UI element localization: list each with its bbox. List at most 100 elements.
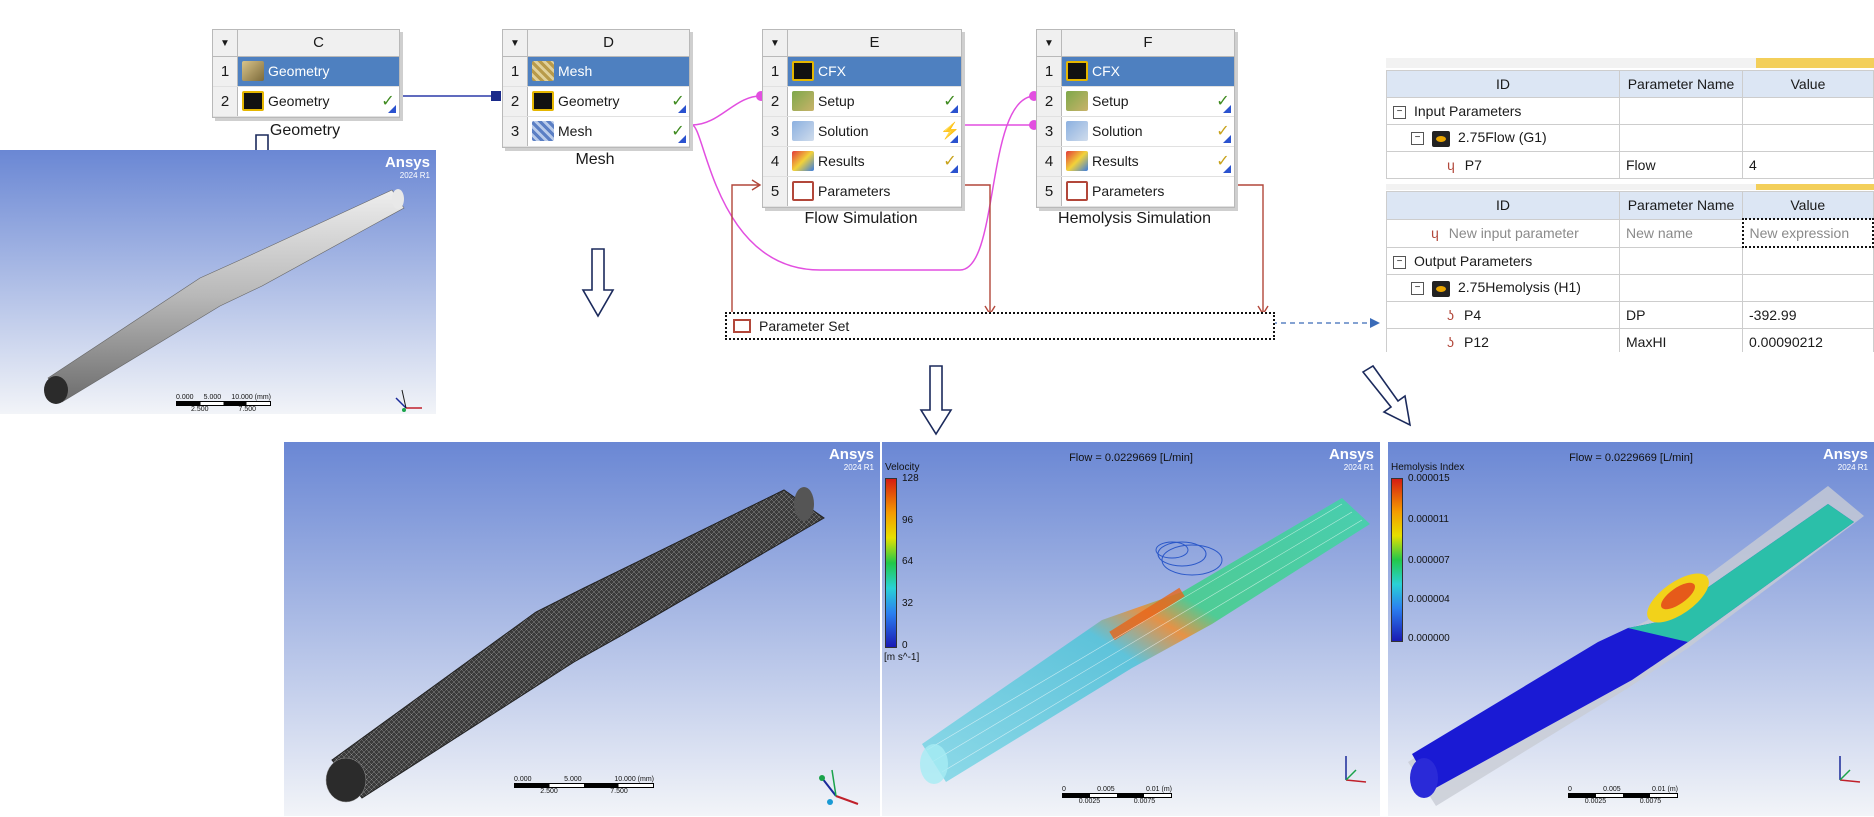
mesh-icon [532, 121, 554, 141]
cell-parameters[interactable]: 5 Parameters [1037, 177, 1234, 207]
row-number: 3 [1037, 117, 1062, 146]
parameter-set-bar[interactable]: Parameter Set [725, 312, 1275, 340]
parameter-id: P4 [1464, 307, 1482, 323]
row-number: 4 [1037, 147, 1062, 176]
system-hemolysis-simulation[interactable]: ▼ F 1 CFX 2 Setup ✓ 3 Solution ✓ 4 Resul… [1036, 29, 1235, 208]
system-menu-dropdown[interactable]: ▼ [213, 30, 238, 56]
output-parameter-icon: ʖ [1447, 334, 1454, 350]
plot-title: Flow = 0.0229669 [L/min] [1569, 452, 1693, 464]
mesh-tube [325, 487, 825, 803]
row-number: 1 [763, 57, 788, 86]
cell-geometry[interactable]: 2 Geometry ✓ [213, 87, 399, 117]
system-mesh[interactable]: ▼ D 1 Mesh 2 Geometry ✓ 3 Mesh ✓ [502, 29, 690, 148]
cell-geometry[interactable]: 2 Geometry ✓ [503, 87, 689, 117]
link-hemolysis-params [1233, 184, 1264, 312]
corner-marker [388, 105, 396, 113]
parameters-icon [792, 181, 814, 201]
arrow-mesh-down [581, 248, 615, 318]
parameter-value[interactable]: 0.00090212 [1742, 328, 1874, 355]
column-header-value[interactable]: Value [1742, 191, 1874, 220]
collapse-icon[interactable]: − [1411, 132, 1424, 146]
row-number: 1 [503, 57, 528, 86]
cell-label: Results [1092, 153, 1139, 169]
cell-label: Geometry [558, 93, 620, 109]
new-expression-placeholder[interactable]: New expression [1741, 218, 1874, 248]
table-top-strip [1386, 58, 1874, 68]
system-caption-flow-simulation[interactable]: Flow Simulation [804, 210, 918, 227]
cell-setup[interactable]: 2 Setup ✓ [1037, 87, 1234, 117]
parameter-value[interactable]: -392.99 [1742, 301, 1874, 329]
legend-tick: 0.000000 [1408, 633, 1450, 644]
system-menu-dropdown[interactable]: ▼ [763, 30, 788, 56]
cell-label: Results [818, 153, 865, 169]
system-menu-dropdown[interactable]: ▼ [1037, 30, 1062, 56]
new-parameter-placeholder[interactable]: New input parameter [1448, 225, 1579, 241]
geometry-tube [44, 189, 405, 404]
system-caption-hemolysis-simulation[interactable]: Hemolysis Simulation [1058, 210, 1211, 227]
parameter-value[interactable]: 4 [1742, 151, 1874, 179]
collapse-icon[interactable]: − [1411, 282, 1424, 296]
column-header-name[interactable]: Parameter Name [1619, 70, 1743, 98]
legend-tick: 64 [902, 556, 914, 567]
legend-unit: [m s^-1] [884, 652, 920, 663]
column-header-id[interactable]: ID [1386, 191, 1620, 220]
cell-mesh-title[interactable]: 1 Mesh [503, 57, 689, 87]
row-number: 2 [1037, 87, 1062, 116]
cell-label: Parameters [1092, 183, 1165, 199]
link-flow-params [960, 184, 991, 312]
cell-results[interactable]: 4 Results ✓ [763, 147, 961, 177]
group-row-input[interactable]: −Input Parameters [1386, 97, 1874, 125]
new-name-placeholder[interactable]: New name [1619, 218, 1743, 248]
cell-cfx-title[interactable]: 1 CFX [763, 57, 961, 87]
system-geometry[interactable]: ▼ C 1 Geometry 2 Geometry ✓ [212, 29, 400, 118]
results-icon [792, 151, 814, 171]
cell-results[interactable]: 4 Results ✓ [1037, 147, 1234, 177]
axis-triad-icon [1839, 756, 1861, 783]
system-row-hemolysis[interactable]: −2.75Hemolysis (H1) [1386, 274, 1874, 302]
hemolysis-contour [1408, 486, 1864, 806]
group-row-output[interactable]: −Output Parameters [1386, 246, 1874, 275]
cell-solution[interactable]: 3 Solution ✓ [1037, 117, 1234, 147]
cell-setup[interactable]: 2 Setup ✓ [763, 87, 961, 117]
corner-marker [1223, 105, 1231, 113]
column-header-name[interactable]: Parameter Name [1619, 191, 1743, 220]
system-flow-simulation[interactable]: ▼ E 1 CFX 2 Setup ✓ 3 Solution ⚡ 4 Resul… [762, 29, 962, 208]
parameter-name[interactable]: MaxHI [1619, 328, 1743, 355]
link-mesh-to-hemolysis-setup [691, 95, 1036, 271]
parameter-name[interactable]: Flow [1619, 151, 1743, 179]
cell-geometry-title[interactable]: 1 Geometry [213, 57, 399, 87]
system-row-flow[interactable]: −2.75Flow (G1) [1386, 124, 1874, 152]
cell-solution[interactable]: 3 Solution ⚡ [763, 117, 961, 147]
system-menu-dropdown[interactable]: ▼ [503, 30, 528, 56]
column-header-id[interactable]: ID [1386, 70, 1620, 98]
parameter-set-label: Parameter Set [759, 318, 850, 334]
corner-marker [1223, 135, 1231, 143]
system-caption-mesh[interactable]: Mesh [575, 151, 615, 168]
corner-marker [950, 165, 958, 173]
collapse-icon[interactable]: − [1393, 105, 1406, 119]
cell-mesh[interactable]: 3 Mesh ✓ [503, 117, 689, 147]
plot-title: Flow = 0.0229669 [L/min] [1069, 452, 1193, 464]
legend-tick: 32 [902, 598, 914, 609]
cell-parameters[interactable]: 5 Parameters [763, 177, 961, 207]
system-caption-geometry[interactable]: Geometry [269, 122, 341, 139]
legend-title: Velocity [885, 462, 920, 473]
column-header-value[interactable]: Value [1742, 70, 1874, 98]
row-number: 5 [763, 177, 788, 206]
cell-cfx-title[interactable]: 1 CFX [1037, 57, 1234, 87]
collapse-icon[interactable]: − [1393, 255, 1406, 269]
parameter-name[interactable]: DP [1619, 301, 1743, 329]
